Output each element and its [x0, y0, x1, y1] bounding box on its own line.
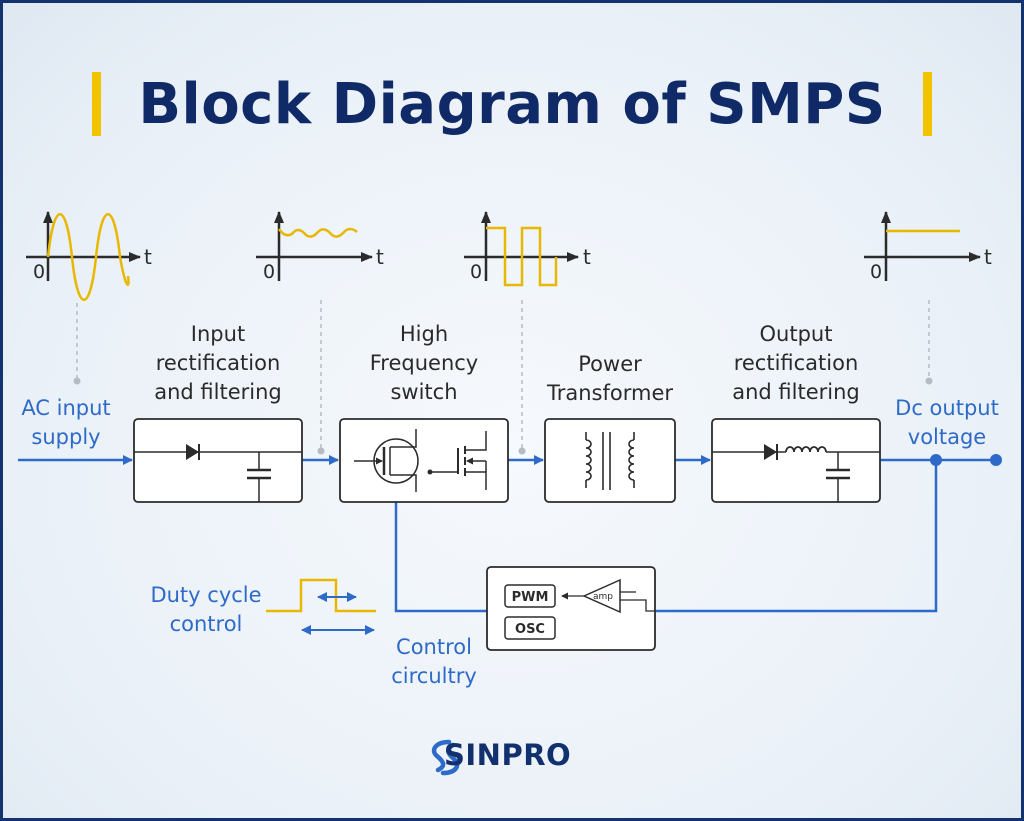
- amp-label: amp: [593, 592, 613, 602]
- text: Output rectification and filtering: [732, 322, 860, 404]
- text: Input rectification and filtering: [154, 322, 282, 404]
- brand-logo: SINPRO: [444, 738, 572, 772]
- waveform-time: t: [376, 245, 384, 269]
- block-hf-switch: [339, 418, 509, 503]
- text: Power Transformer: [546, 352, 673, 405]
- text: Dc output voltage: [895, 396, 999, 449]
- osc-box: [504, 616, 556, 640]
- label-transformer: Power Transformer: [520, 350, 700, 408]
- title-bar-right: [923, 72, 932, 136]
- text: High Frequency switch: [369, 322, 479, 404]
- waveform-rippled-dc: 0 t: [256, 211, 384, 283]
- amplifier-icon: [582, 578, 621, 614]
- waveform-origin: 0: [870, 261, 882, 283]
- duty-cycle-pulse: [266, 578, 376, 635]
- diode-icon: [186, 444, 199, 460]
- waveform-origin: 0: [263, 261, 275, 283]
- leader-dots: [73, 377, 933, 455]
- label-control-circuitry: Control circultry: [374, 633, 494, 691]
- pwm-box: [504, 584, 556, 608]
- label-hf-switch: High Frequency switch: [334, 320, 514, 407]
- mosfet-icon: [427, 431, 487, 490]
- block-control: PWM OSC amp: [486, 566, 656, 651]
- transformer-icon: [585, 432, 635, 490]
- block-output-rectification: [711, 418, 881, 503]
- label-output-rectification: Output rectification and filtering: [706, 320, 886, 407]
- waveform-sine: 0 t: [26, 211, 152, 301]
- output-terminal: [990, 454, 1002, 466]
- text: AC input supply: [21, 396, 111, 449]
- waveform-time: t: [583, 245, 591, 269]
- page-title: Block Diagram of SMPS: [138, 72, 886, 137]
- pwm-label: PWM: [512, 590, 549, 605]
- block-transformer: [544, 418, 676, 503]
- inductor-icon: [785, 446, 827, 453]
- waveform-origin: 0: [33, 261, 45, 283]
- waveform-flat-dc: 0 t: [864, 211, 992, 283]
- text: Duty cycle control: [150, 583, 262, 636]
- waveform-square: 0 t: [464, 211, 591, 287]
- diode-icon: [764, 444, 777, 460]
- sinpro-logo-icon: [431, 739, 460, 776]
- text: Control circultry: [391, 635, 477, 688]
- waveform-time: t: [984, 245, 992, 269]
- osc-label: OSC: [515, 622, 545, 637]
- label-duty-cycle: Duty cycle control: [136, 581, 276, 639]
- label-dc-output: Dc output voltage: [882, 394, 1012, 452]
- title-bar-left: [92, 72, 101, 136]
- leader-lines: [76, 300, 930, 448]
- waveform-time: t: [144, 245, 152, 269]
- output-node: [930, 454, 942, 466]
- waveform-origin: 0: [470, 261, 482, 283]
- label-ac-input: AC input supply: [6, 394, 126, 452]
- label-input-rectification: Input rectification and filtering: [128, 320, 308, 407]
- block-input-rectification: [133, 418, 303, 503]
